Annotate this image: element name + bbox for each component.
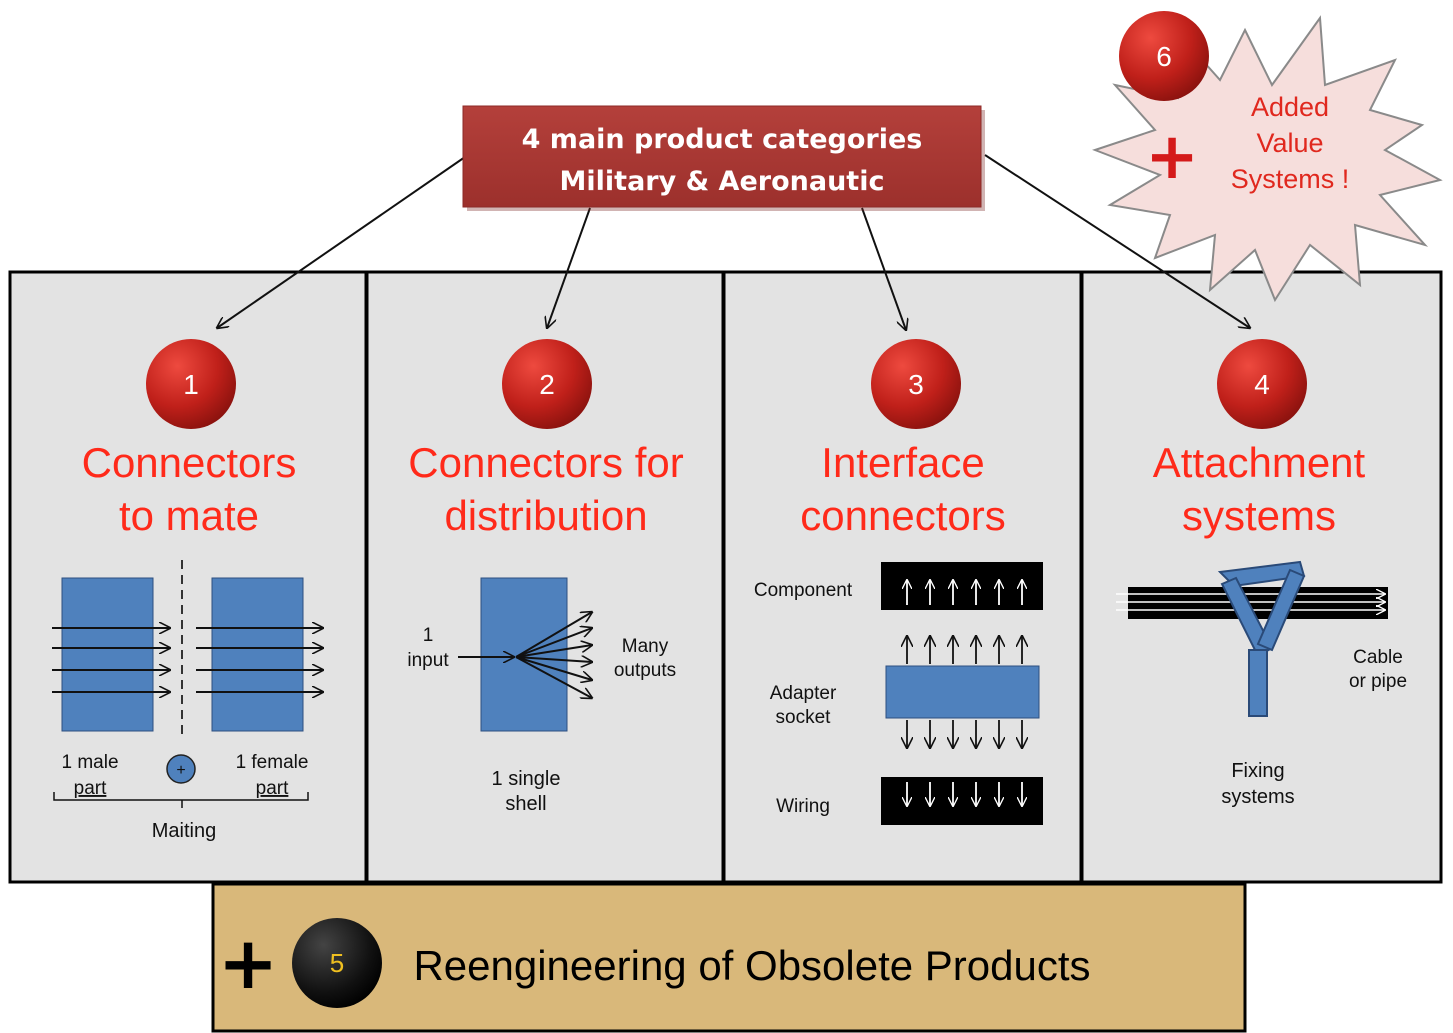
shell-label-2: shell xyxy=(505,793,546,815)
svg-text:4: 4 xyxy=(1254,369,1270,400)
badge-1: 1 xyxy=(146,339,236,429)
mating-plus: + xyxy=(176,762,185,779)
female-part-shape xyxy=(211,577,304,732)
svg-text:1: 1 xyxy=(183,369,199,400)
component-block xyxy=(881,562,1043,610)
mating-label: Maiting xyxy=(152,820,216,842)
input-label-1: 1 xyxy=(423,625,434,646)
badge-4: 4 xyxy=(1217,339,1307,429)
badge-6: 6 xyxy=(1119,11,1209,101)
mate-illustration: + 1 male part 1 female part Maiting xyxy=(52,560,323,842)
wiring-label: Wiring xyxy=(776,796,830,817)
bottom-plus: + xyxy=(218,921,278,1005)
category-titles: Connectors to mate Connectors for distri… xyxy=(82,439,1366,539)
svg-text:2: 2 xyxy=(539,369,555,400)
svg-text:6: 6 xyxy=(1156,41,1172,72)
arrow-to-panel-4 xyxy=(984,154,1250,328)
mating-bracket xyxy=(53,792,309,808)
attachment-illustration: Cable or pipe Fixing systems xyxy=(1116,560,1407,808)
distribution-illustration: 1 input Many outputs 1 single shell xyxy=(407,577,676,815)
badge-2: 2 xyxy=(502,339,592,429)
cat4-title-line1: Attachment xyxy=(1153,439,1366,486)
cable-label-1: Cable xyxy=(1353,647,1403,668)
female-label-2: part xyxy=(256,778,289,799)
cat3-title-line1: Interface xyxy=(821,439,984,486)
arrow-to-panel-2 xyxy=(547,207,591,328)
added-value-line1: Added xyxy=(1251,92,1329,122)
fixing-label-2: systems xyxy=(1221,786,1294,808)
header-arrows xyxy=(217,154,1250,330)
added-value-line2: Value xyxy=(1256,128,1323,158)
adapter-label-1: Adapter xyxy=(770,683,837,704)
adapter-socket-block xyxy=(885,665,1040,719)
header-line1: 4 main product categories xyxy=(522,124,923,155)
shell-label-1: 1 single xyxy=(492,768,561,790)
outputs-label-2: outputs xyxy=(614,660,676,681)
input-label-2: input xyxy=(407,650,449,671)
interface-illustration: Component Adapter socket Wiring xyxy=(754,562,1043,825)
added-value-plus: + xyxy=(1145,120,1199,194)
male-part-shape xyxy=(61,577,154,732)
outputs-label-1: Many xyxy=(622,636,669,657)
mating-plus-circle xyxy=(166,754,196,784)
cat3-title-line2: connectors xyxy=(800,492,1005,539)
cat2-title-line1: Connectors for xyxy=(408,439,683,486)
cable-bundle xyxy=(1128,587,1388,619)
cable-label-2: or pipe xyxy=(1349,671,1407,692)
bottom-text: Reengineering of Obsolete Products xyxy=(413,942,1090,989)
arrow-to-panel-1 xyxy=(217,156,466,328)
added-value-line3: Systems ! xyxy=(1231,164,1350,194)
badge-3: 3 xyxy=(871,339,961,429)
cat1-title-line2: to mate xyxy=(119,492,259,539)
cat2-title-line2: distribution xyxy=(444,492,647,539)
header-line2: Military & Aeronautic xyxy=(560,166,885,197)
wiring-block xyxy=(881,777,1043,825)
svg-text:5: 5 xyxy=(330,948,344,978)
cat1-title-line1: Connectors xyxy=(82,439,297,486)
adapter-label-2: socket xyxy=(776,707,832,728)
cat4-title-line2: systems xyxy=(1182,492,1336,539)
fixing-label-1: Fixing xyxy=(1231,760,1284,782)
svg-text:3: 3 xyxy=(908,369,924,400)
female-label-1: 1 female xyxy=(236,752,309,773)
arrow-to-panel-3 xyxy=(861,207,906,330)
fixing-clamp xyxy=(1217,560,1306,717)
header-box: 4 main product categories Military & Aer… xyxy=(462,105,985,211)
component-label: Component xyxy=(754,580,853,601)
male-label-1: 1 male xyxy=(61,752,118,773)
male-label-2: part xyxy=(74,778,107,799)
badge-5: 5 xyxy=(292,918,382,1008)
bottom-reengineering-bar: + 5 Reengineering of Obsolete Products xyxy=(211,882,1247,1033)
